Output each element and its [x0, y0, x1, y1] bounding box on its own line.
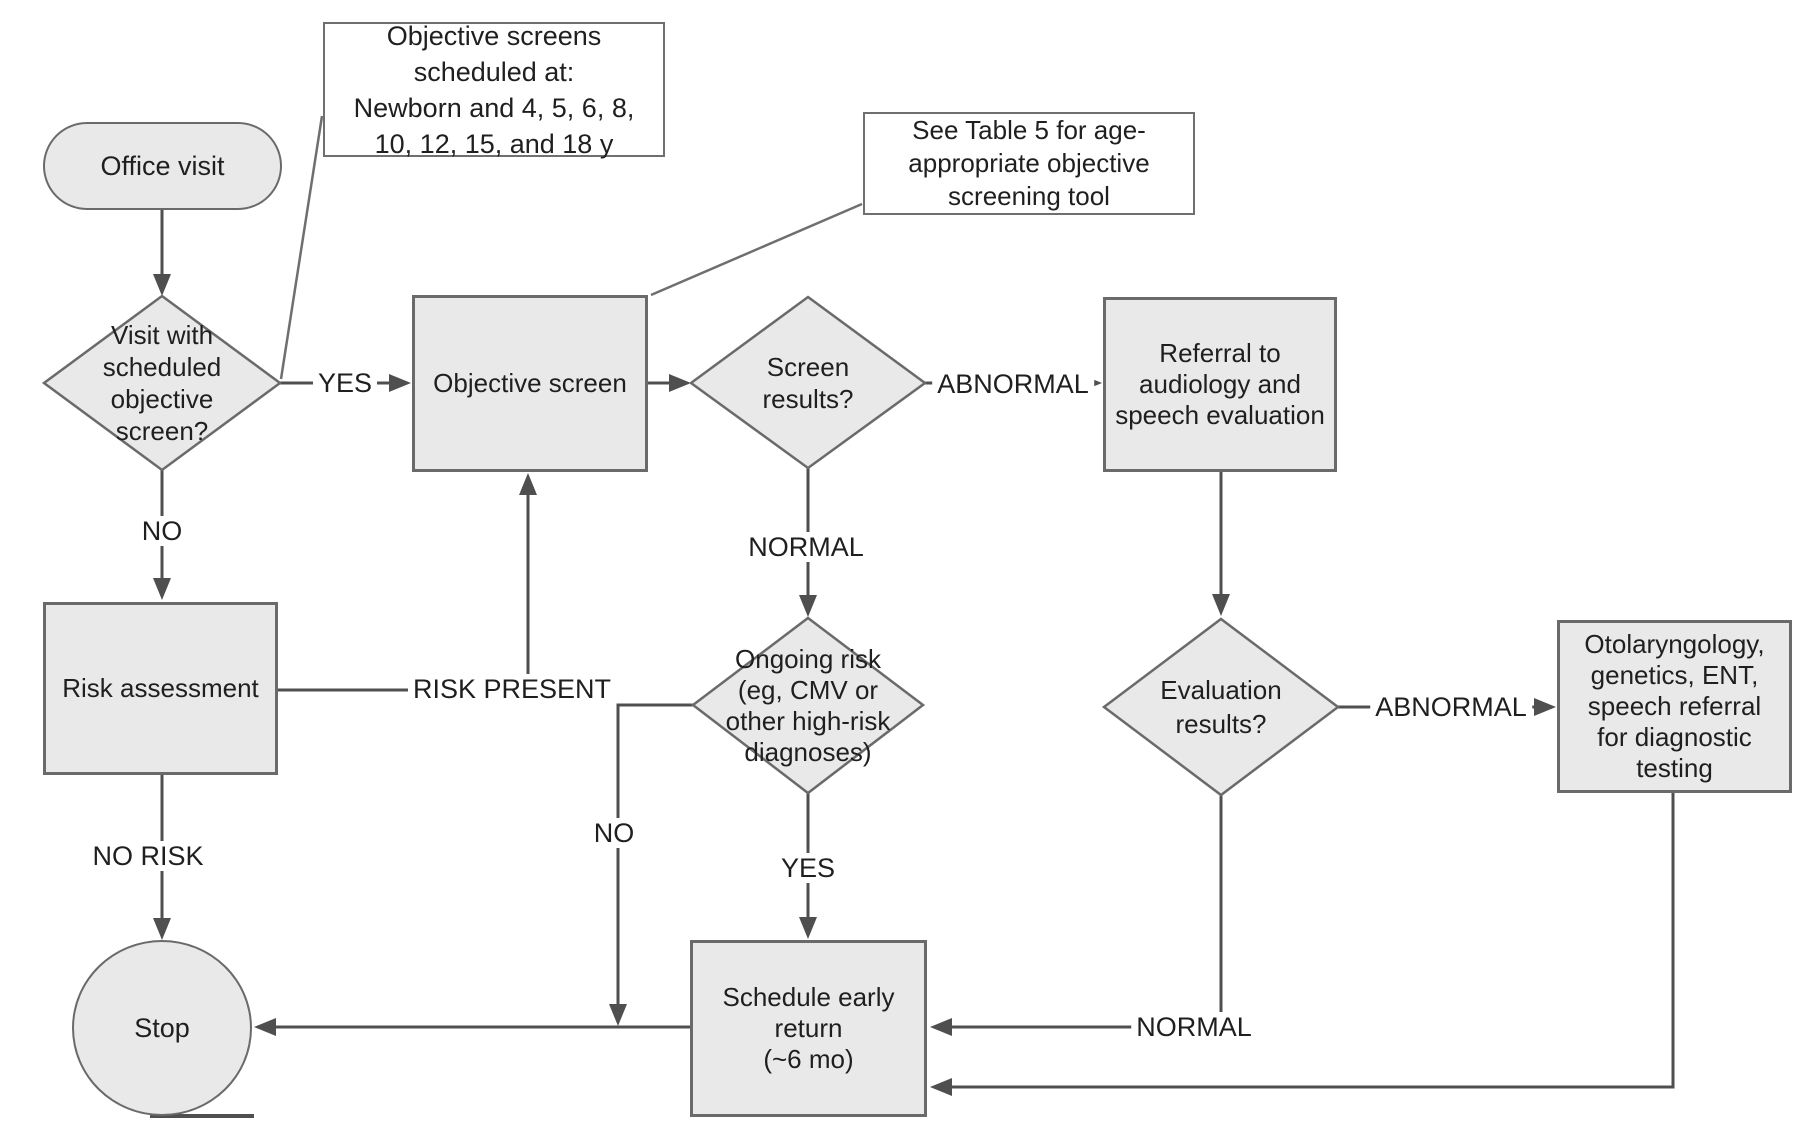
office-visit-node: Office visit [43, 122, 282, 210]
edge-label-no-screen: NO [136, 516, 188, 546]
leader-table-note [650, 202, 863, 297]
edge-label-abnormal-screen: ABNORMAL [932, 369, 1094, 399]
ongoing-risk-diamond [690, 616, 926, 795]
edge-eval-normal [945, 795, 1223, 1029]
risk-assessment-label: Risk assessment [62, 673, 259, 703]
arrowhead-down-icon [799, 917, 817, 939]
objective-screen-node: Objective screen [412, 295, 648, 472]
edge-label-risk-present: RISK PRESENT [407, 674, 617, 704]
edge-label-no-risk: NO RISK [87, 841, 209, 871]
referral-node: Referral to audiology and speech evaluat… [1103, 297, 1337, 472]
edge-label-normal-screen: NORMAL [743, 532, 869, 562]
arrowhead-left-icon [254, 1018, 276, 1036]
objective-screen-label: Objective screen [433, 368, 627, 398]
arrowhead-down-icon [153, 578, 171, 600]
schedule-return-node: Schedule early return (~6 mo) [690, 940, 927, 1117]
screen-results-label: Screen results? [762, 352, 854, 414]
otolaryngology-node: Otolaryngology, genetics, ENT, speech re… [1557, 620, 1792, 793]
arrowhead-down-icon [799, 595, 817, 617]
arrowhead-down-icon [609, 1004, 627, 1026]
office-visit-label: Office visit [100, 150, 225, 181]
edge-label-yes-screen: YES [312, 368, 378, 398]
edge-ongoing-no [616, 703, 693, 1004]
edge-label-abnormal-eval: ABNORMAL [1370, 692, 1532, 722]
see-table-note-text: See Table 5 for age- appropriate objecti… [908, 115, 1150, 211]
edge-label-normal-eval: NORMAL [1131, 1012, 1257, 1042]
edge-oto-to-schedule [945, 793, 1675, 1089]
visit-question-label: Visit with scheduled objective screen? [102, 320, 222, 446]
arrowhead-left-icon [930, 1078, 952, 1096]
risk-assessment-node: Risk assessment [43, 602, 278, 775]
annotation-leaders [279, 115, 863, 380]
visit-question-diamond [41, 294, 283, 472]
screen-results-diamond [688, 295, 928, 470]
arrowhead-down-icon [153, 274, 171, 296]
arrowhead-left-icon [930, 1018, 952, 1036]
stop-node: Stop [72, 940, 252, 1116]
otolaryngology-label: Otolaryngology, genetics, ENT, speech re… [1584, 629, 1765, 783]
see-table-note: See Table 5 for age- appropriate objecti… [863, 112, 1195, 215]
arrowhead-down-icon [153, 918, 171, 940]
decision-diamonds [41, 294, 1341, 797]
arrowhead-right-icon [669, 374, 691, 392]
referral-label: Referral to audiology and speech evaluat… [1115, 338, 1325, 430]
arrowhead-down-icon [1212, 594, 1230, 616]
arrowhead-right-icon [389, 374, 411, 392]
leader-screens-note [279, 115, 324, 380]
scheduled-screens-note: Objective screens scheduled at: Newborn … [323, 21, 665, 159]
schedule-return-label: Schedule early return (~6 mo) [722, 982, 895, 1074]
evaluation-results-diamond [1101, 617, 1341, 797]
arrowhead-right-icon [1534, 698, 1556, 716]
edge-label-no-ongoing: NO [588, 818, 640, 848]
ongoing-risk-label: Ongoing risk (eg, CMV or other high-risk… [725, 644, 891, 767]
stop-label: Stop [134, 1012, 190, 1043]
arrowhead-up-icon [519, 473, 537, 495]
scheduled-screens-note-text: Objective screens scheduled at: Newborn … [353, 20, 635, 159]
edge-label-yes-ongoing: YES [775, 853, 841, 883]
evaluation-results-label: Evaluation results? [1160, 675, 1282, 739]
